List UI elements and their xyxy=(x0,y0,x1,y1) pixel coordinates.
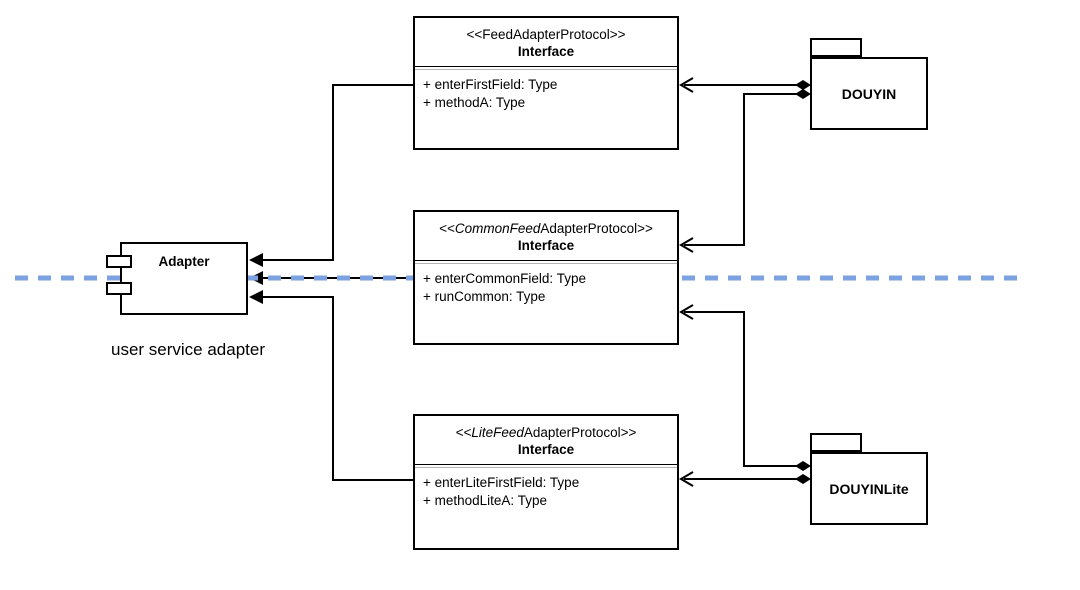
interface-header: <<CommonFeedAdapterProtocol>> Interface xyxy=(415,212,677,261)
component-label: Adapter xyxy=(158,254,210,269)
package-douyin: DOUYIN xyxy=(810,57,928,130)
package-label: DOUYIN xyxy=(841,85,897,102)
component-port-icon xyxy=(106,255,132,268)
member-line: + enterCommonField: Type xyxy=(423,271,586,286)
connector-douyinlite-to-commonfeed xyxy=(684,311,804,467)
stereotype-regular-part: <<FeedAdapterProtocol>> xyxy=(466,27,626,42)
package-tab-icon xyxy=(810,433,862,452)
member-line: + enterFirstField: Type xyxy=(423,77,558,92)
stereotype-label: <<FeedAdapterProtocol>> xyxy=(419,26,673,43)
interface-name: Interface xyxy=(517,238,575,253)
member-line: + runCommon: Type xyxy=(423,289,546,304)
connector-litefeed-to-adapter xyxy=(262,296,414,481)
component-adapter: Adapter xyxy=(120,242,248,315)
open-arrowhead-icon xyxy=(679,471,694,487)
adapter-caption: user service adapter xyxy=(110,340,266,359)
member-line: + methodLiteA: Type xyxy=(423,493,547,508)
member-line: + enterLiteFirstField: Type xyxy=(423,475,580,490)
open-arrowhead-icon xyxy=(679,77,694,93)
diamond-endpoint-icon xyxy=(795,89,811,99)
stereotype-italic-part: <<CommonFeed xyxy=(439,221,541,236)
interface-feed-adapter-protocol: <<FeedAdapterProtocol>> Interface + ente… xyxy=(413,16,679,150)
solid-arrowhead-icon xyxy=(249,253,263,267)
diamond-endpoint-icon xyxy=(795,461,811,471)
stereotype-regular-part: AdapterProtocol>> xyxy=(540,221,653,236)
interface-litefeed-adapter-protocol: <<LiteFeedAdapterProtocol>> Interface + … xyxy=(413,414,679,550)
component-port-icon xyxy=(106,282,132,295)
stereotype-label: <<LiteFeedAdapterProtocol>> xyxy=(419,424,673,441)
stereotype-regular-part: AdapterProtocol>> xyxy=(523,425,637,440)
package-douyinlite: DOUYINLite xyxy=(810,452,928,525)
interface-name: Interface xyxy=(517,442,575,457)
interface-name: Interface xyxy=(517,44,575,59)
diamond-endpoint-icon xyxy=(795,474,811,484)
diamond-endpoint-icon xyxy=(795,80,811,90)
interface-members: + enterLiteFirstField: Type + methodLite… xyxy=(415,467,677,548)
solid-arrowhead-icon xyxy=(249,271,263,285)
interface-members: + enterCommonField: Type + runCommon: Ty… xyxy=(415,263,677,343)
interface-members: + enterFirstField: Type + methodA: Type xyxy=(415,69,677,148)
open-arrowhead-icon xyxy=(679,237,694,253)
member-line: + methodA: Type xyxy=(423,95,526,110)
interface-commonfeed-adapter-protocol: <<CommonFeedAdapterProtocol>> Interface … xyxy=(413,210,679,345)
interface-header: <<FeedAdapterProtocol>> Interface xyxy=(415,18,677,67)
package-label: DOUYINLite xyxy=(829,480,909,497)
connector-douyin-to-commonfeed xyxy=(684,93,804,246)
solid-arrowhead-icon xyxy=(249,290,263,304)
package-tab-icon xyxy=(810,38,862,57)
connector-feed-to-adapter xyxy=(262,84,414,261)
stereotype-italic-part: <<LiteFeed xyxy=(455,425,524,440)
open-arrowhead-icon xyxy=(679,304,694,320)
interface-header: <<LiteFeedAdapterProtocol>> Interface xyxy=(415,416,677,465)
stereotype-label: <<CommonFeedAdapterProtocol>> xyxy=(419,220,673,237)
